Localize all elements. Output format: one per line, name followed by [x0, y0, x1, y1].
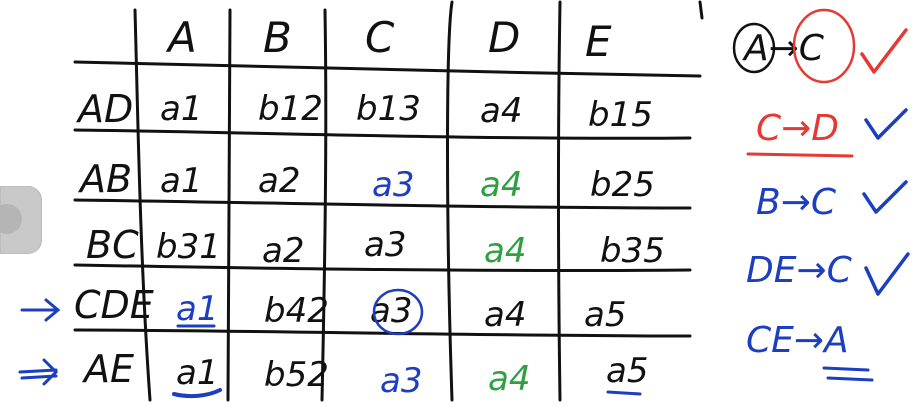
grid-hline-2: [73, 198, 692, 210]
circle-mark-a: [732, 22, 776, 74]
cell-cde-b: b42: [264, 291, 329, 331]
cell-ae-a: a1: [176, 353, 218, 393]
underline-mark-dep-2: [746, 152, 854, 158]
col-header-b: B: [263, 13, 292, 62]
cell-bc-a: b31: [156, 227, 221, 267]
cell-ab-d: a4: [480, 165, 522, 205]
check-icon-2: [864, 108, 908, 140]
cell-cde-d: a4: [484, 295, 526, 335]
cell-ae-e: a5: [606, 351, 648, 391]
dependency-3: B→C: [756, 182, 837, 223]
cell-ab-e: b25: [590, 165, 655, 205]
row-label-ae: AE: [81, 347, 134, 391]
cell-ae-d: a4: [488, 359, 530, 399]
underline-mark-ae-e: [606, 390, 642, 396]
check-icon-4: [864, 252, 910, 296]
col-header-c: C: [365, 13, 395, 62]
row-label-ad: AD: [75, 87, 133, 131]
underline-mark-ae-a: [172, 388, 222, 399]
grid-vline-3: [320, 8, 328, 402]
grid-vline-1: [133, 8, 152, 402]
cell-ad-a: a1: [160, 89, 202, 129]
grid-stray-mark: [698, 0, 704, 20]
grid-hline-4: [73, 328, 692, 338]
row-label-cde: CDE: [74, 283, 154, 327]
underline-mark-dep-5b: [826, 376, 874, 382]
table-cells: a1 b12 b13 a4 b15 a1 a2 a3 a4 b25 b31 a2…: [156, 89, 665, 401]
grid-hline-1: [73, 128, 692, 140]
grid-vline-5: [557, 0, 562, 402]
cell-ab-b: a2: [258, 161, 300, 201]
cell-ad-e: b15: [588, 95, 653, 135]
cell-bc-c: a3: [364, 225, 406, 265]
grid-vline-2: [226, 8, 232, 402]
cell-ad-c: b13: [356, 89, 421, 129]
row-label-bc: BC: [86, 223, 139, 267]
circle-mark-cde-c: [372, 288, 424, 336]
col-header-e: E: [585, 17, 612, 66]
cell-ab-a: a1: [160, 161, 202, 201]
arrow-icon-cde: [20, 298, 61, 322]
check-icon-3: [862, 180, 908, 214]
cell-bc-b: a2: [262, 231, 304, 271]
cell-ad-d: a4: [480, 91, 522, 131]
drawer-handle-icon: [0, 204, 22, 234]
dependency-2: C→D: [756, 108, 839, 149]
grid-vline-4: [446, 0, 454, 402]
cell-cde-a: a1: [176, 289, 218, 329]
cell-ab-c: a3: [372, 165, 414, 205]
check-icon-1: [860, 28, 908, 74]
circle-mark-c: [792, 8, 856, 84]
dependency-1: A→C: [742, 28, 825, 69]
dependency-5: CE→A: [746, 320, 849, 361]
cell-cde-c: a3: [370, 291, 412, 331]
col-header-a: A: [165, 13, 197, 62]
grid-hline-top: [73, 60, 702, 78]
row-arrows: [18, 298, 61, 386]
table-grid: [73, 0, 704, 402]
col-header-d: D: [488, 13, 520, 62]
row-labels: AD AB BC CDE AE: [74, 87, 154, 391]
dependency-annotations: [732, 8, 910, 382]
arrow-icon-ae: [18, 358, 59, 386]
dependency-4: DE→C: [746, 250, 853, 291]
cell-bc-d: a4: [484, 231, 526, 271]
grid-hline-3: [73, 263, 692, 273]
row-label-ab: AB: [77, 157, 132, 201]
cell-ae-c: a3: [380, 361, 422, 401]
underline-mark-dep-5a: [822, 366, 870, 372]
column-headers: A B C D E: [165, 13, 612, 66]
cell-annotations: [172, 288, 642, 399]
dependency-list: A→C C→D B→C DE→C CE→A: [742, 28, 853, 361]
cell-ad-b: b12: [258, 89, 323, 129]
cell-ae-b: b52: [264, 355, 329, 395]
cell-cde-e: a5: [584, 295, 626, 335]
cell-bc-e: b35: [600, 231, 665, 271]
